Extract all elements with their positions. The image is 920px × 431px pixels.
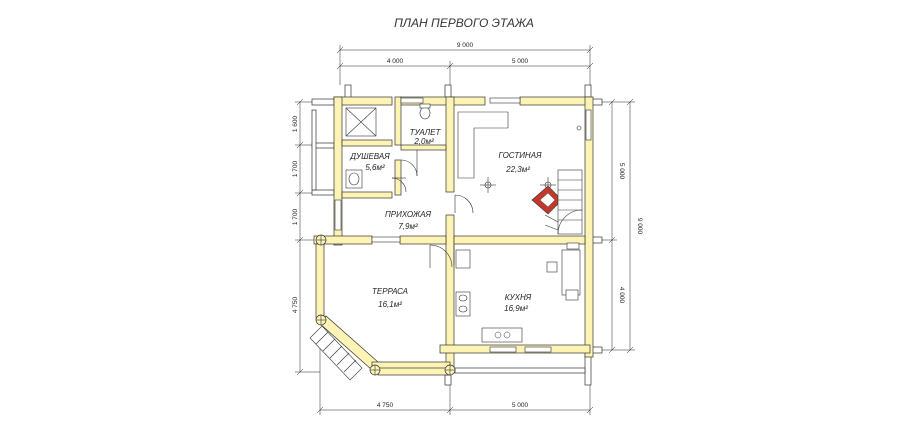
plan-title: ПЛАН ПЕРВОГО ЭТАЖА: [394, 16, 534, 30]
room-area-terrace: 16,1м²: [378, 300, 402, 309]
staircase-icon: [544, 169, 583, 235]
fireplace-icon: [531, 185, 563, 215]
dim-top-right: 5 000: [512, 58, 529, 65]
room-name-shower: ДУШЕВАЯ: [349, 152, 390, 161]
terrace-stairs: [309, 325, 363, 381]
log-ends: [311, 84, 603, 386]
room-area-shower: 5,6м²: [365, 163, 385, 172]
room-area-hall: 7,9м²: [398, 222, 418, 231]
log-nodes: [315, 234, 456, 376]
room-name-kitchen: КУХНЯ: [505, 293, 532, 302]
furniture: [345, 103, 583, 343]
dim-left-4: 4 750: [292, 296, 299, 313]
room-name-hall: ПРИХОЖАЯ: [385, 210, 432, 219]
dim-right-top: 5 000: [618, 163, 625, 180]
dim-bottom-left: 4 750: [377, 402, 394, 409]
dim-right-total: 9 000: [636, 218, 643, 235]
walls: [313, 96, 594, 376]
room-area-kitchen: 16,9м²: [504, 304, 528, 313]
room-labels: ТУАЛЕТ 2,0м² ДУШЕВАЯ 5,6м² ГОСТИНАЯ 22,3…: [349, 128, 542, 313]
room-area-toilet: 2,0м²: [413, 137, 434, 146]
dim-right-bottom: 4 000: [618, 287, 625, 304]
doors-windows: [334, 97, 592, 353]
room-area-living: 22,3м²: [505, 165, 530, 174]
dim-left-2: 1 700: [292, 160, 299, 177]
room-name-living: ГОСТИНАЯ: [499, 151, 543, 160]
room-name-terrace: ТЕРРАСА: [372, 287, 408, 296]
dim-top-left: 4 000: [387, 58, 404, 65]
room-name-toilet: ТУАЛЕТ: [410, 128, 442, 137]
dim-bottom-right: 5 000: [512, 402, 529, 409]
dim-top-total: 9 000: [457, 42, 474, 49]
dim-left-3: 1 700: [292, 208, 299, 225]
dim-left-1: 1 600: [292, 115, 299, 132]
